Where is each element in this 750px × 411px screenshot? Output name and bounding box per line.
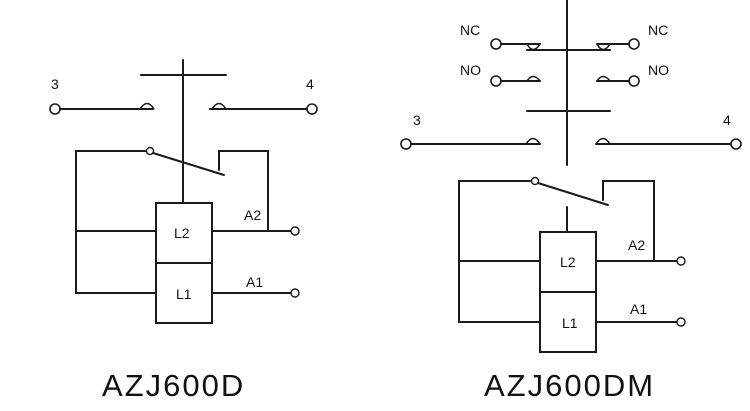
right-contact-3 (400, 137, 541, 150)
right-lead-label-a1: A1 (630, 301, 647, 317)
left-contact-4 (209, 102, 318, 115)
right-no-right-tip (596, 75, 611, 82)
right-nc-left-tip (526, 43, 541, 51)
left-contact-3 (49, 102, 155, 115)
right-switch-blade (537, 182, 609, 206)
left-contact-tip-4 (211, 102, 227, 110)
right-terminal-3 (400, 138, 412, 150)
right-terminal-4 (730, 138, 742, 150)
model-title-azj600dm: AZJ600DM (484, 368, 656, 403)
right-contact-4 (595, 137, 742, 150)
left-coil-label-l2: L2 (174, 225, 190, 241)
right-label-nc-left: NC (460, 22, 480, 38)
left-switch-blade (152, 152, 225, 176)
right-lead-label-a2: A2 (628, 237, 645, 253)
left-switch-pivot (145, 146, 155, 156)
model-title-azj600d: AZJ600D (102, 368, 246, 403)
right-no-right-terminal (628, 75, 640, 87)
right-coil-label-l1: L1 (562, 315, 578, 331)
right-lead-a2-terminal (676, 256, 686, 266)
right-switch-return-wire (595, 180, 655, 262)
right-label-no-left: NO (460, 62, 481, 78)
right-no-left-tip (526, 75, 541, 82)
right-aux-loop-wire (458, 180, 541, 323)
left-contact-tip-3 (139, 102, 155, 110)
right-contact-tip-4 (595, 137, 611, 145)
right-label-nc-right: NC (648, 22, 668, 38)
left-coil-label-l1: L1 (176, 286, 192, 302)
right-no-contacts (490, 75, 640, 87)
left-label-3: 3 (51, 76, 59, 92)
left-lead-label-a2: A2 (244, 207, 261, 223)
right-nc-contacts (490, 38, 640, 51)
right-lead-a1-terminal (676, 317, 686, 327)
left-terminal-4 (306, 103, 318, 115)
diagram-azj600d: 3 4 L2 L1 A2 A1 (49, 59, 318, 324)
left-coil-l2 (155, 202, 213, 264)
left-aux-loop-wire (75, 150, 157, 294)
left-label-4: 4 (306, 76, 314, 92)
right-label-4: 4 (723, 112, 731, 128)
right-no-left-terminal (490, 75, 502, 87)
left-lead-a2-terminal (290, 226, 300, 236)
right-label-3: 3 (413, 112, 421, 128)
right-nc-left-terminal (490, 38, 502, 50)
left-coil-l1 (155, 262, 213, 324)
right-switch-pivot (530, 176, 540, 186)
right-nc-right-tip (596, 43, 611, 51)
left-lead-label-a1: A1 (246, 274, 263, 290)
right-label-no-right: NO (648, 62, 669, 78)
right-coil-label-l2: L2 (560, 254, 576, 270)
left-lead-a1-terminal (290, 288, 300, 298)
left-terminal-3 (49, 103, 61, 115)
right-nc-right-terminal (628, 38, 640, 50)
right-contact-tip-3 (525, 137, 541, 145)
diagram-azj600dm: NC NC NO NO 3 4 L2 L1 A2 A1 (400, 0, 742, 353)
